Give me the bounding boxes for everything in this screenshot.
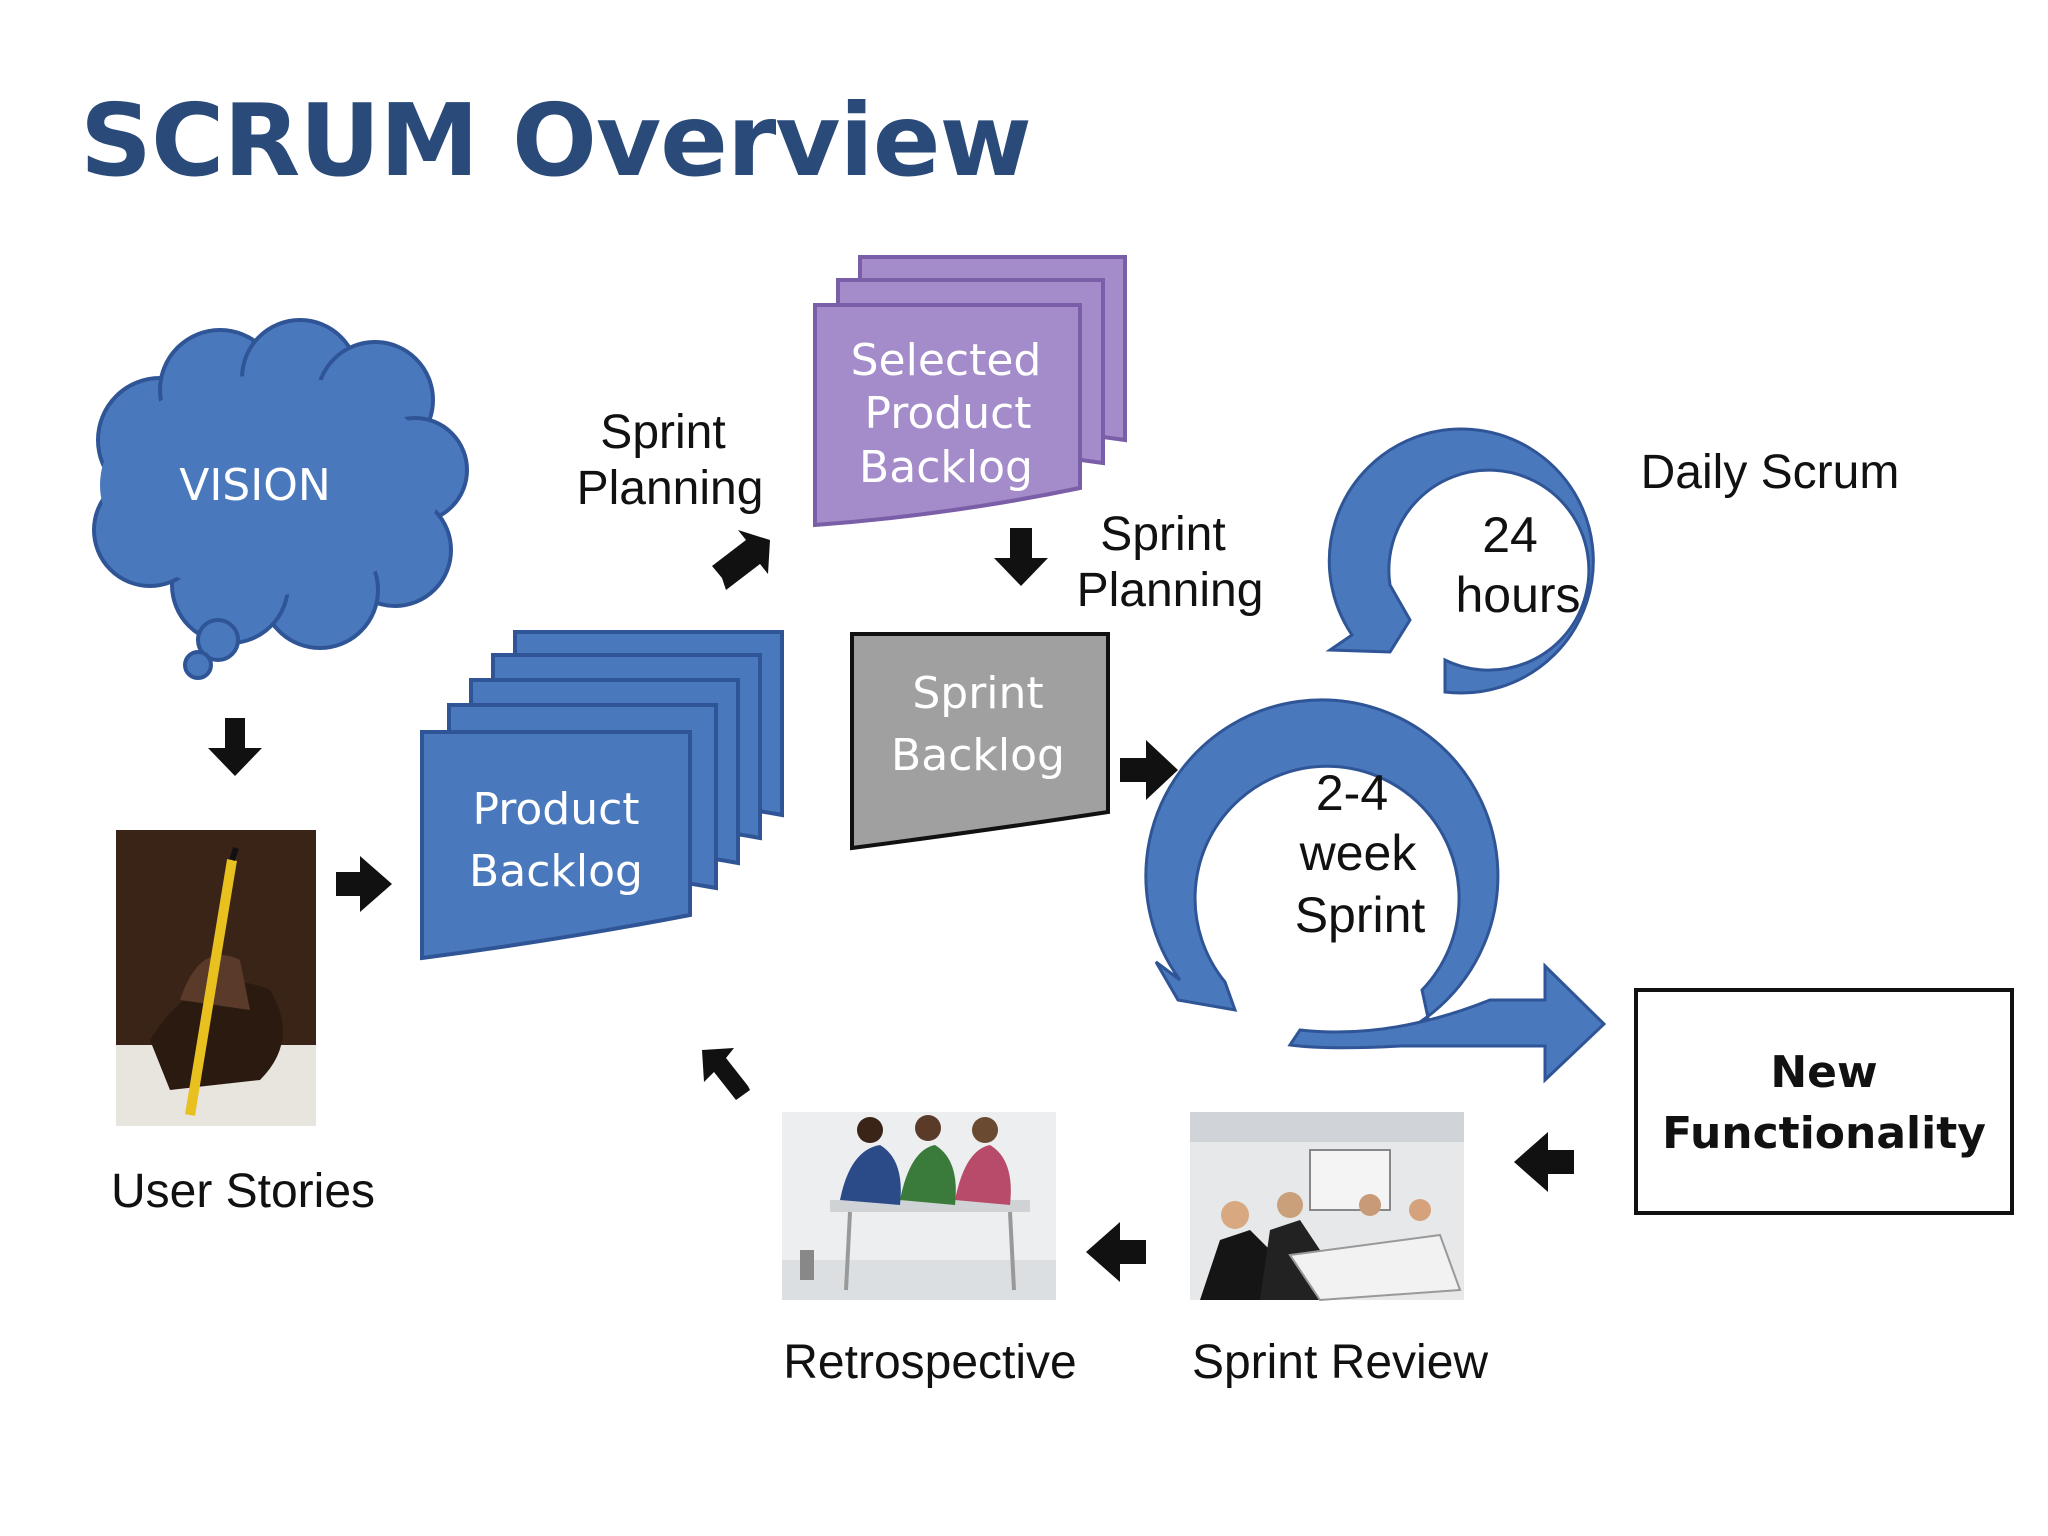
- team-huddle-photo: [782, 1112, 1056, 1300]
- pencil-writing-photo: [116, 830, 316, 1126]
- arrow-icon: [702, 1048, 750, 1100]
- sprint-cycle-line3: Sprint: [1295, 887, 1426, 943]
- sprint-backlog-line1: Sprint: [912, 668, 1043, 719]
- daily-scrum-label: Daily Scrum: [1641, 446, 1900, 499]
- selected-product-backlog-stack: Selected Product Backlog: [813, 255, 1127, 528]
- sprint-backlog-line2: Backlog: [891, 730, 1065, 781]
- arrow-icon: [1086, 1222, 1146, 1282]
- vision-cloud: VISION: [92, 318, 469, 680]
- new-functionality-box: New Functionality: [1634, 988, 2014, 1215]
- sprint-cycle-line2: week: [1299, 825, 1418, 881]
- sprint-cycle: 2-4 week Sprint: [1144, 698, 1607, 1084]
- daily-scrum-cycle: 24 hours: [1325, 427, 1595, 695]
- retrospective-label: Retrospective: [783, 1336, 1076, 1389]
- new-functionality-line2: Functionality: [1662, 1108, 1986, 1159]
- product-backlog-line1: Product: [472, 784, 639, 835]
- page-title: SCRUM Overview: [80, 82, 1032, 199]
- meeting-room-photo: [1190, 1112, 1464, 1302]
- selected-backlog-line3: Backlog: [859, 442, 1033, 493]
- vision-label: VISION: [179, 460, 331, 511]
- daily-cycle-line1: 24: [1482, 507, 1538, 563]
- selected-backlog-line2: Product: [864, 388, 1031, 439]
- sprint-planning-label-2-line2: Planning: [1077, 564, 1264, 617]
- arrow-icon: [994, 528, 1048, 586]
- sprint-planning-label-1: Sprint: [600, 406, 725, 459]
- arrow-icon: [336, 856, 392, 912]
- cycle-arrow-icon: [1325, 427, 1595, 695]
- new-functionality-line1: New: [1770, 1047, 1877, 1098]
- cloud-icon: [92, 318, 469, 680]
- product-backlog-line2: Backlog: [469, 846, 643, 897]
- user-stories-label: User Stories: [111, 1165, 375, 1218]
- arrow-icon: [208, 718, 262, 776]
- sprint-planning-label-1-line2: Planning: [577, 462, 764, 515]
- sprint-backlog-document: Sprint Backlog: [850, 632, 1110, 851]
- daily-cycle-line2: hours: [1455, 567, 1580, 623]
- sprint-review-label: Sprint Review: [1192, 1336, 1488, 1389]
- arrow-icon: [712, 530, 770, 590]
- product-backlog-stack: Product Backlog: [420, 630, 784, 961]
- arrow-icon: [1120, 740, 1178, 800]
- arrow-icon: [1514, 1132, 1574, 1192]
- selected-backlog-line1: Selected: [851, 335, 1042, 386]
- cycle-arrow-icon: [1144, 698, 1500, 1044]
- sprint-planning-label-2: Sprint: [1100, 508, 1225, 561]
- sprint-output-arrow: [1287, 962, 1607, 1084]
- sprint-cycle-line1: 2-4: [1316, 765, 1388, 821]
